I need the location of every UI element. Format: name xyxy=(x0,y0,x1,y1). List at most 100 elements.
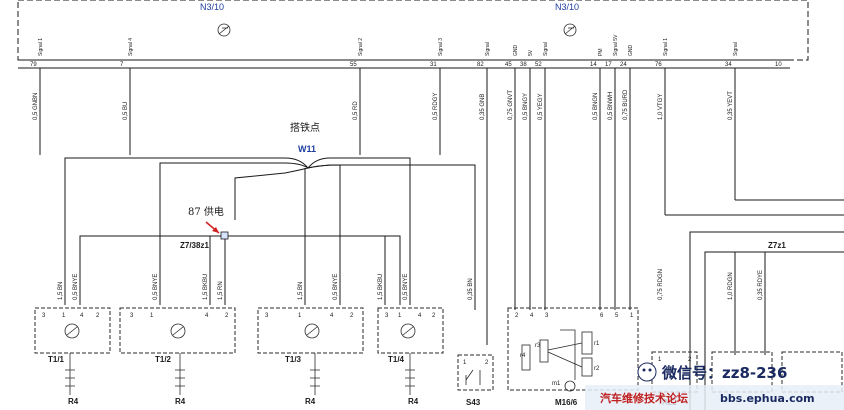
pin-signal: 5V xyxy=(528,49,534,56)
component-pin: 2 xyxy=(515,313,519,319)
pin-signal: Signal 5V xyxy=(613,34,619,56)
component-pin: 4 xyxy=(530,313,534,319)
watermark-url: bbs.ephua.com xyxy=(720,392,815,405)
power-note: 87 供电 xyxy=(188,205,224,218)
wire-label: 0,75 RDGN xyxy=(658,269,664,300)
motor-icon xyxy=(564,380,576,392)
pin-number: 17 xyxy=(605,62,612,68)
component-t1-1 xyxy=(34,307,111,354)
splice-point xyxy=(220,231,229,240)
component-label: M16/6 xyxy=(555,398,578,407)
component-label: T1/3 xyxy=(285,355,302,364)
wire-label: 0,75 GNVT xyxy=(508,90,514,120)
pin-number: 14 xyxy=(590,62,597,68)
component-pin: 4 xyxy=(418,313,422,319)
module-label-right: N3/10 xyxy=(555,2,579,12)
component-pin: 1 xyxy=(398,313,402,319)
inner-element-label: m1 xyxy=(552,381,561,387)
pin-number: 38 xyxy=(520,62,527,68)
component-label: S43 xyxy=(466,398,481,407)
ground-ref-label: R4 xyxy=(175,397,186,406)
sensor-icon xyxy=(400,323,416,339)
r4-stubs xyxy=(65,353,415,395)
component-pin: 1 xyxy=(62,313,66,319)
wire-label: 1,0 RDGN xyxy=(728,272,734,300)
inner-element-label: r1 xyxy=(594,341,600,347)
module-label-left: N3/10 xyxy=(200,2,224,12)
component-pin: 2 xyxy=(350,313,354,319)
component-pin: 1 xyxy=(658,357,662,363)
ground-harness: 搭铁点 W11 xyxy=(64,121,476,310)
wire-label: 0,5 BNYE xyxy=(153,274,159,300)
pin-number: 76 xyxy=(655,62,662,68)
component-t1-3 xyxy=(257,307,364,354)
pin-signal: GND xyxy=(628,45,634,57)
wire-label: 0,5 RD xyxy=(353,101,359,120)
component-pin: 4 xyxy=(330,313,334,319)
ground-point-label: 搭铁点 xyxy=(290,121,320,134)
pin-signal: Signal 1 xyxy=(663,38,669,56)
component-pin: 1 xyxy=(150,313,154,319)
pin-signal: Signal 4 xyxy=(128,38,134,56)
pin-number: 7 xyxy=(120,62,124,68)
pin-number: 45 xyxy=(505,62,512,68)
wire-label: 0,5 BNYE xyxy=(333,274,339,300)
component-pin: 3 xyxy=(385,313,389,319)
component-pin: 3 xyxy=(545,313,549,319)
wire-label: 0,35 GNB xyxy=(480,94,486,120)
component-t1-2 xyxy=(119,307,236,354)
component-label: T1/1 xyxy=(48,355,65,364)
watermark-forum: 汽车维修技术论坛 xyxy=(600,391,688,405)
component-pin: 4 xyxy=(80,313,84,319)
component-pin: 1 xyxy=(298,313,302,319)
pin-signal: GND xyxy=(513,45,519,57)
ground-ref-label: R4 xyxy=(68,397,79,406)
component-pin: 2 xyxy=(688,357,692,363)
wire-label: 0,5 GNBN xyxy=(33,93,39,120)
pin-number: 24 xyxy=(620,62,627,68)
sensor-icon xyxy=(304,323,320,339)
sensor-icon-arrow xyxy=(172,326,184,336)
component-pin: 2 xyxy=(225,313,229,319)
red-arrow-icon xyxy=(212,227,219,233)
sensor-icon xyxy=(170,323,186,339)
inner-element-label: r3 xyxy=(535,343,541,349)
wire-label: 0,5 RDGY xyxy=(433,93,439,120)
pin-signal: Signal xyxy=(733,42,739,56)
pin-signal: PM xyxy=(598,49,604,57)
pin-number: 82 xyxy=(477,62,484,68)
pin-number: 10 xyxy=(775,62,782,68)
wire-label: 0,75 BURD xyxy=(623,89,629,120)
pin-number: 79 xyxy=(30,62,37,68)
component-pin: 6 xyxy=(600,313,604,319)
component-pin: 2 xyxy=(96,313,100,319)
pin-number: 52 xyxy=(535,62,542,68)
component-pin: 1 xyxy=(463,360,467,366)
ground-w11-label: W11 xyxy=(298,144,316,154)
pin-signal: Signal 2 xyxy=(358,38,364,56)
wechat-icon xyxy=(637,362,657,382)
wire-label: 0,35 BN xyxy=(468,278,474,300)
right-splice-label: Z7z1 xyxy=(768,241,786,250)
watermark: 微信号：zz8-236 汽车维修技术论坛 bbs.ephua.com xyxy=(585,362,844,410)
wire-label: 1,0 VTGY xyxy=(658,94,664,120)
power-bus: 87 供电 Z7/38z1 xyxy=(79,205,401,305)
ground-ref-label: R4 xyxy=(408,397,419,406)
wire-label: 0,5 BNGY xyxy=(523,93,529,120)
ecu-icon-right xyxy=(563,23,577,37)
watermark-wechat: 微信号：zz8-236 xyxy=(661,364,787,382)
inner-element-label: r2 xyxy=(594,366,600,372)
ground-ref-label: R4 xyxy=(305,397,316,406)
splice-label: Z7/38z1 xyxy=(180,241,209,250)
component-pin: 3 xyxy=(265,313,269,319)
pin-number: 34 xyxy=(725,62,732,68)
wire-label: 1,5 BN xyxy=(298,282,304,300)
pin-number: 55 xyxy=(350,62,357,68)
wire-label: 0,5 BNGN xyxy=(593,93,599,120)
right-harness: Z7z1 xyxy=(665,199,844,410)
component-m16-6 xyxy=(507,307,639,392)
wire-label: 0,5 BNWH xyxy=(608,92,614,120)
wire-label: 1,5 BKBU xyxy=(378,274,384,300)
component-pin: 2 xyxy=(432,313,436,319)
